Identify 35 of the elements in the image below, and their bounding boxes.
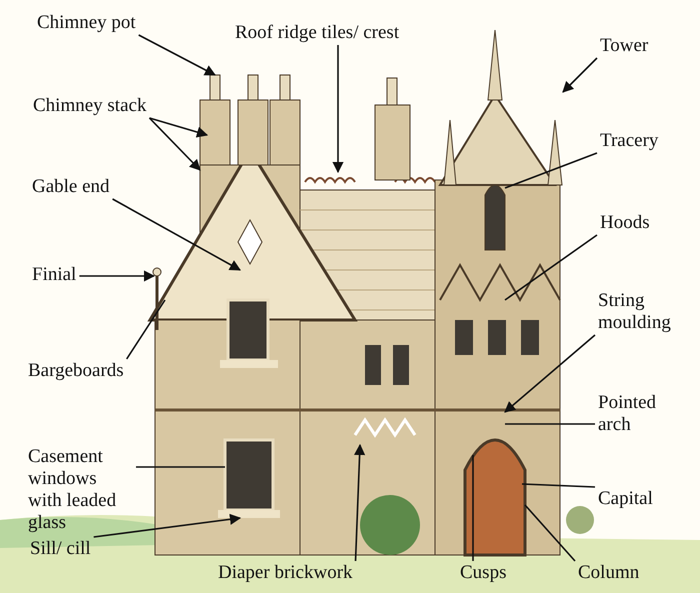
- part-label: Casement windows with leaded glass: [28, 446, 133, 534]
- leader-line: [79, 270, 156, 282]
- leader-line: [504, 152, 598, 189]
- leader-line: [472, 455, 474, 561]
- part-label: Hoods: [600, 212, 650, 234]
- leader-line: [522, 483, 596, 488]
- part-label: Bargeboards: [28, 360, 124, 382]
- part-label: Diaper brickwork: [218, 562, 353, 584]
- part-label: Gable end: [32, 176, 110, 198]
- leader-line: [149, 117, 208, 138]
- part-label: Pointed arch: [598, 392, 678, 436]
- leader-line: [126, 300, 166, 360]
- leader-line: [138, 34, 216, 76]
- leader-line: [562, 57, 598, 93]
- leader-line: [148, 117, 201, 171]
- part-label: Roof ridge tiles/ crest: [235, 22, 400, 44]
- leader-line: [505, 423, 595, 425]
- part-label: Tower: [600, 35, 648, 57]
- part-label: Finial: [32, 264, 76, 286]
- leader-line: [332, 45, 344, 174]
- part-label: Column: [578, 562, 640, 584]
- leader-line: [504, 334, 596, 413]
- leader-line: [354, 444, 366, 562]
- leader-line: [524, 504, 576, 562]
- part-label: Chimney pot: [37, 12, 136, 34]
- part-label: Sill/ cill: [30, 538, 91, 560]
- part-label: Chimney stack: [33, 95, 146, 117]
- part-label: Capital: [598, 488, 653, 510]
- part-label: Tracery: [600, 130, 658, 152]
- part-label: String moulding: [598, 290, 693, 334]
- leader-line: [136, 466, 225, 468]
- leader-line: [94, 514, 242, 538]
- leader-line: [112, 198, 241, 271]
- leader-line: [504, 234, 598, 301]
- part-label: Cusps: [460, 562, 506, 584]
